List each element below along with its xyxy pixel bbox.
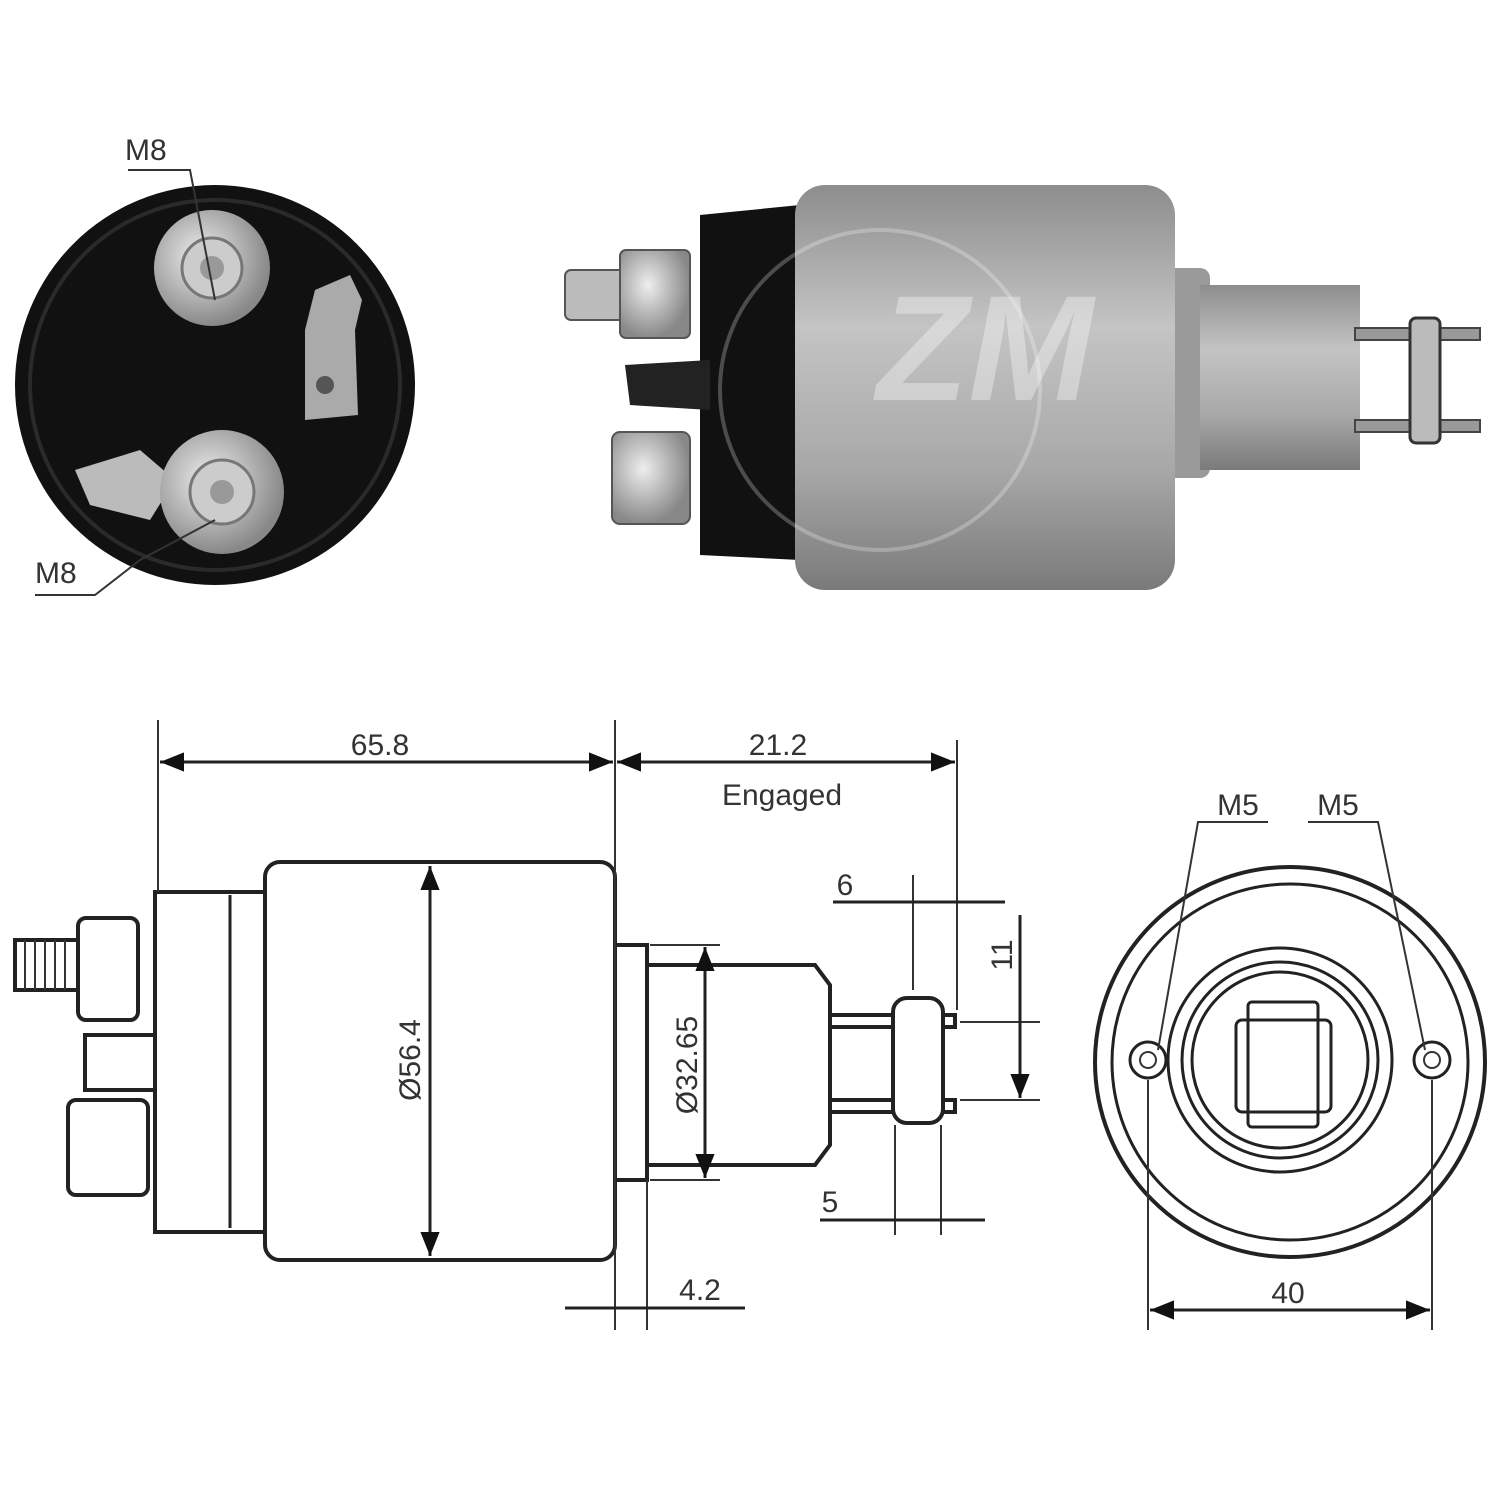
fork-outline	[828, 996, 957, 1125]
label-body-length: 65.8	[351, 729, 409, 762]
leader-line-top	[128, 169, 216, 301]
housing-circle	[1093, 865, 1487, 1259]
flange-outline	[613, 943, 649, 1182]
mount-hole-left	[1128, 1040, 1168, 1080]
terminal-nut-bottom	[611, 431, 691, 525]
cap-outline	[153, 890, 267, 1234]
label-body-diameter: Ø56.4	[394, 1019, 427, 1101]
black-cap	[700, 205, 800, 560]
spade-terminal-side	[625, 360, 710, 410]
housing-collar	[1165, 268, 1210, 478]
label-m8-bottom: M8	[35, 557, 77, 590]
label-fork-offset: 6	[837, 869, 854, 902]
plunger-fork	[1354, 316, 1481, 445]
leader-line-bottom	[35, 519, 216, 596]
end-view-photo: M8 M8	[15, 134, 415, 596]
stud-outline	[13, 916, 157, 1197]
watermark-ring	[718, 228, 1042, 552]
label-mount-right: M5	[1317, 789, 1359, 822]
end-view-drawing: M5 M5 40	[1093, 789, 1487, 1330]
label-engaged-note: Engaged	[722, 779, 842, 812]
label-flange-thickness: 4.2	[679, 1274, 721, 1307]
label-engaged-travel: 21.2	[749, 729, 807, 762]
solenoid-housing	[795, 185, 1175, 590]
plunger	[1200, 285, 1360, 470]
plunger-head	[1234, 1018, 1333, 1114]
terminal-bottom	[75, 430, 284, 554]
housing-outline	[263, 860, 617, 1262]
terminal-stud-top	[564, 249, 691, 339]
label-mount-left: M5	[1217, 789, 1259, 822]
label-fork-width: 5	[822, 1186, 839, 1219]
mount-hole-right	[1412, 1040, 1452, 1080]
zm-logo-watermark: ZM	[873, 264, 1097, 432]
label-fork-gap: 11	[986, 939, 1019, 970]
label-plunger-diameter: Ø32.65	[671, 1016, 704, 1114]
spade-terminal	[305, 275, 362, 420]
label-mount-spacing: 40	[1271, 1277, 1304, 1310]
side-view-photo: ZM	[564, 185, 1481, 590]
label-m8-top: M8	[125, 134, 167, 167]
side-view-drawing: 65.8 21.2 Engaged 6 11 Ø56.4 Ø32.65 5 4.…	[13, 720, 1040, 1330]
plunger-outline	[645, 963, 832, 1167]
terminal-top	[154, 210, 270, 326]
